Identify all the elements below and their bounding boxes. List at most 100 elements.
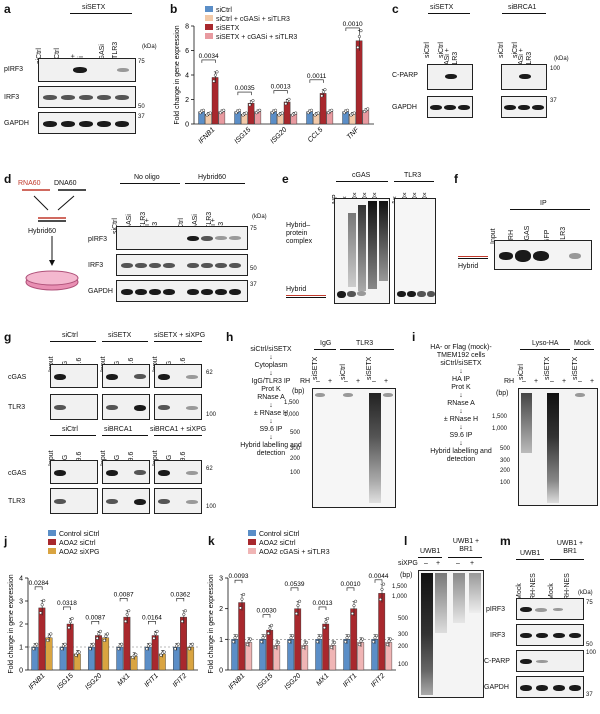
data-point	[385, 643, 389, 647]
data-point	[347, 634, 351, 638]
sign: –	[522, 378, 526, 385]
lane-label: siCtrl	[498, 42, 505, 58]
sig-bracket	[237, 91, 252, 96]
data-point	[155, 629, 159, 633]
data-point	[91, 642, 95, 646]
marker-label: 100	[586, 650, 597, 656]
group-label: siBRCA1	[104, 426, 133, 433]
bar	[283, 101, 291, 125]
group-label: TLR3	[404, 172, 422, 179]
p-value: 0.0030	[257, 608, 277, 615]
category-label: CCL5	[307, 126, 325, 144]
p-value: 0.0284	[29, 580, 49, 587]
data-point	[116, 647, 121, 651]
y-tick-label: 6	[185, 48, 189, 55]
group-label: siBRCA1 + siXPG	[150, 426, 207, 433]
data-point	[125, 612, 129, 617]
workflow-step: ± RNase H	[443, 416, 479, 423]
rna60-label: RNA60	[18, 180, 41, 187]
y-tick-label: 3	[19, 599, 23, 606]
sign: –	[372, 378, 376, 385]
data-point	[324, 620, 328, 624]
data-point	[373, 636, 377, 640]
data-point	[74, 653, 78, 657]
data-point	[291, 634, 295, 638]
row-label: pIRF3	[88, 236, 108, 243]
data-point	[320, 94, 324, 98]
sig-bracket	[63, 606, 71, 610]
sign: +	[328, 378, 333, 385]
y-tick-label: 2	[19, 622, 23, 629]
hybrid-label: Hybrid	[458, 263, 479, 270]
ladder-label: 200	[500, 468, 511, 474]
legend-entry: Control siCtrl	[59, 531, 100, 538]
data-point	[268, 626, 272, 630]
data-point	[261, 636, 265, 640]
bar	[123, 616, 131, 671]
data-point	[352, 111, 356, 115]
data-point	[356, 45, 360, 49]
blot-g2-tlr3-1	[50, 488, 98, 514]
data-point	[382, 582, 386, 586]
panel-f-letter: f	[454, 172, 458, 186]
gel-e-tlr3	[394, 198, 436, 304]
blot-g-cgas-2	[102, 364, 150, 388]
panel-b-letter: b	[170, 2, 178, 16]
data-point	[231, 640, 235, 644]
group-label: siCtrl	[62, 426, 78, 433]
y-axis-label: Fold change in gene expression	[8, 574, 15, 673]
ladder-label: 500	[290, 430, 301, 436]
sign: –	[456, 560, 460, 567]
blot-gapdh-d	[116, 280, 248, 302]
data-point	[309, 108, 314, 112]
data-point	[322, 626, 326, 630]
data-point	[359, 29, 363, 33]
group-label: Lyso-HA	[532, 340, 559, 347]
p-value: 0.0087	[85, 614, 105, 621]
data-point	[235, 634, 239, 638]
data-point	[316, 111, 320, 115]
sixpg-label: siXPG	[398, 560, 418, 567]
ladder-label: 1,500	[392, 584, 408, 590]
data-point	[180, 619, 184, 623]
group-label: IgG	[320, 340, 332, 347]
bar	[378, 593, 386, 671]
p-value: 0.0044	[369, 573, 389, 580]
panel-k-letter: k	[208, 534, 215, 548]
data-point	[245, 643, 249, 647]
y-axis-label: Fold change in gene expression	[208, 574, 215, 673]
data-point	[148, 642, 152, 646]
lane-label: RH-NES	[530, 573, 537, 600]
sig-bracket	[148, 621, 156, 625]
legend-entry: Control siCtrl	[259, 531, 300, 538]
ladder-label: 500	[500, 446, 511, 452]
sig-bracket	[346, 587, 355, 591]
blot-pirf3	[38, 58, 136, 82]
workflow-step: Prot K	[261, 386, 281, 393]
lane-label: siSETX	[572, 356, 579, 380]
panel-j-legend: Control siCtrl AOA2 siCtrl AOA2 siXPG	[48, 530, 99, 557]
data-point	[244, 111, 248, 115]
group-label: TLR3	[356, 340, 374, 347]
data-point	[329, 645, 333, 649]
row-label: cGAS	[8, 470, 27, 477]
data-point	[173, 647, 177, 651]
data-point	[357, 643, 361, 647]
ladder-label: 300	[290, 446, 301, 452]
blot-m-cparp	[516, 650, 584, 672]
data-point	[273, 108, 278, 112]
group-label: Mock	[574, 340, 591, 347]
workflow-step: IgG/TLR3 IP	[251, 378, 291, 385]
bar	[88, 646, 95, 671]
workflow-step: HA- or Flag (mock)- TMEM192 cells	[430, 344, 492, 359]
y-tick-label: 3	[219, 576, 223, 583]
data-point	[298, 599, 302, 603]
lane-label: siSETX	[544, 356, 551, 380]
data-point	[105, 632, 110, 636]
category-label: IFIT1	[342, 672, 359, 689]
sign: –	[316, 378, 320, 385]
blot-g-tlr3-2	[102, 394, 150, 420]
data-point	[287, 640, 291, 644]
ladder-label: 500	[398, 616, 409, 622]
dna60-label: DNA60	[54, 180, 77, 187]
